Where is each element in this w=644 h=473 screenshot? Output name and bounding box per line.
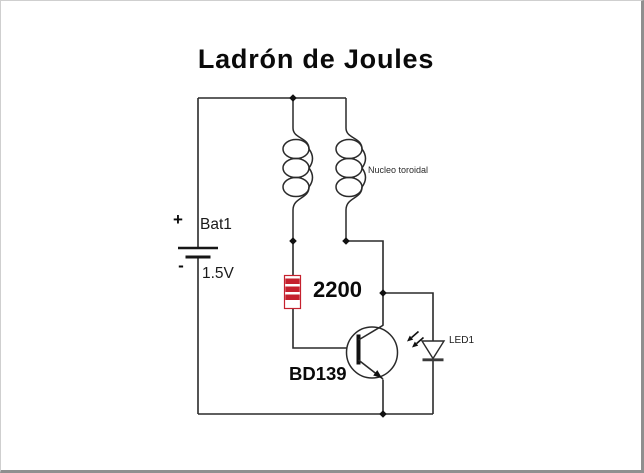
led-arrow-2 (415, 336, 425, 345)
transistor-collector-lead (358, 324, 384, 341)
transformer-label: Nucleo toroidal (368, 165, 428, 175)
secondary-coil (335, 97, 367, 242)
battery-voltage-label: 1.5V (202, 265, 235, 282)
resistor-band-1 (285, 278, 300, 284)
led-branch-upper-wire (383, 292, 434, 341)
led-emission-arrows (407, 330, 425, 348)
led-arrow-1-head (407, 335, 414, 342)
junction-dot-collector-led (379, 289, 387, 297)
page-title: Ladrón de Joules (198, 44, 434, 74)
led: LED1 (407, 330, 474, 362)
junction-dot-top (289, 94, 297, 102)
transformer: Nucleo toroidal (282, 97, 428, 242)
led-arrow-2-head (412, 341, 419, 348)
junction-dot-secondary-bottom (342, 237, 350, 245)
junction-dots (289, 94, 387, 418)
battery-designator-label: Bat1 (200, 216, 232, 233)
transistor: BD139 (289, 324, 399, 384)
resistor: 2200 (283, 274, 362, 310)
led-arrow-1 (410, 330, 420, 339)
transistor-designator-label: BD139 (289, 363, 347, 384)
junction-dot-primary-bottom (289, 237, 297, 245)
resistor-band-2 (285, 286, 300, 292)
led-triangle (420, 340, 446, 360)
battery-plus-sign: + (173, 210, 183, 229)
battery-minus-sign: - (178, 256, 184, 275)
resistor-value-label: 2200 (313, 277, 362, 302)
battery: + Bat1 - 1.5V (173, 210, 235, 282)
led-designator-label: LED1 (449, 335, 474, 346)
junction-dot-emitter-bottom (379, 410, 387, 418)
resistor-band-3 (285, 294, 300, 300)
primary-coil (282, 97, 314, 242)
collector-branch-wire (346, 240, 384, 325)
emitter-arrowhead (373, 370, 382, 378)
